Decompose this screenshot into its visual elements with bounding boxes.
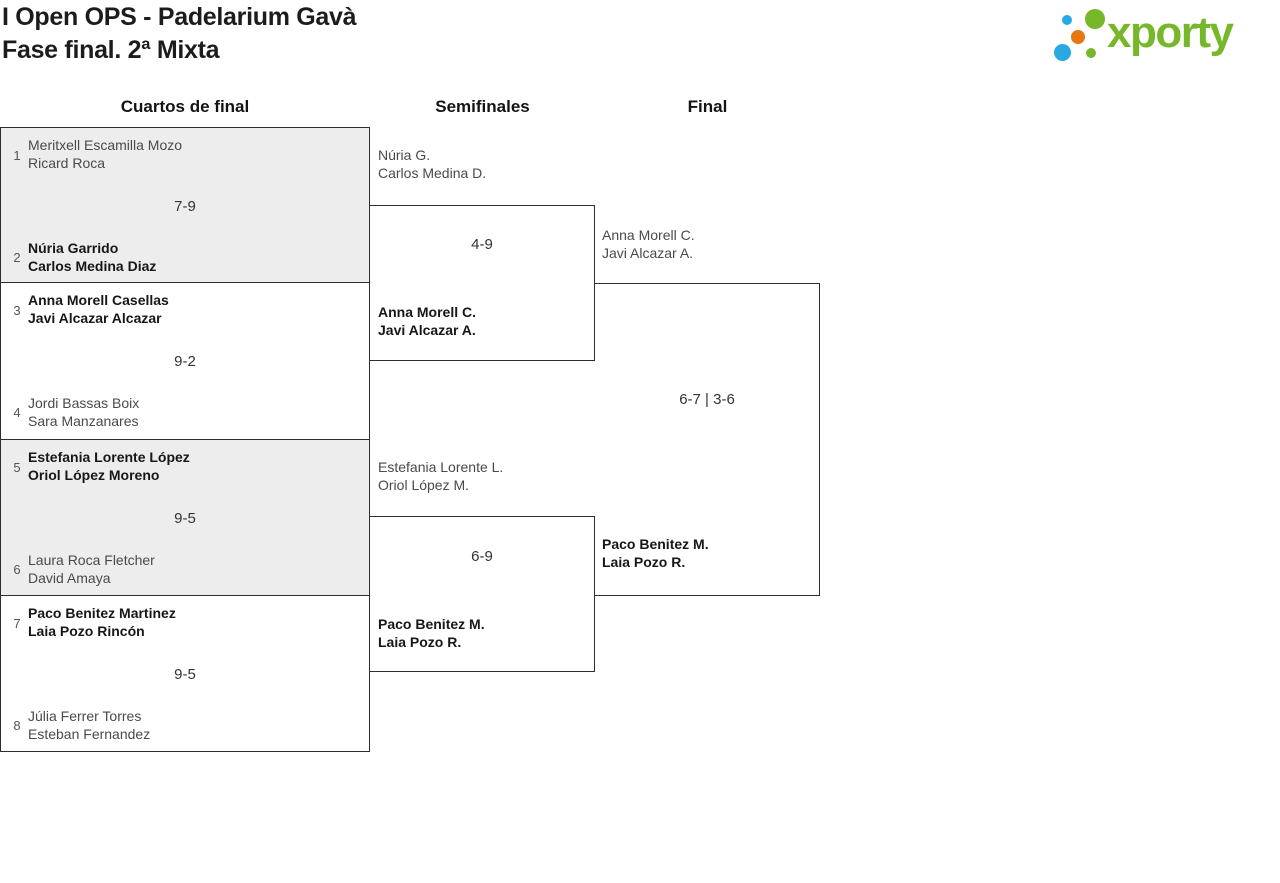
player-name: Estefania Lorente L. [378,459,504,475]
page-title: I Open OPS - Padelarium Gavà Fase final.… [2,1,357,67]
player-name: Carlos Medina D. [378,165,487,181]
round-header-final: Final [687,97,728,116]
player-name: Anna Morell C. [378,304,477,320]
team-pair: Paco Benitez Martinez Laia Pozo Rincón [28,604,176,640]
quarterfinal-match-4[interactable]: 7 Paco Benitez Martinez Laia Pozo Rincón… [1,596,369,751]
player-name: Laia Pozo R. [378,634,462,650]
player-name: Jordi Bassas Boix [28,395,140,411]
team-pair: Núria Garrido Carlos Medina Diaz [28,239,156,275]
player-name: Laia Pozo R. [602,554,686,570]
seed-number: 3 [13,303,21,318]
semifinal-match-2[interactable] [369,516,595,672]
team-pair: Laura Roca Fletcher David Amaya [28,551,155,587]
xporty-logo[interactable]: xporty [1048,0,1280,72]
seed-number: 8 [13,718,21,733]
team-pair: Estefania Lorente López Oriol López More… [28,448,190,484]
player-name: Núria G. [378,147,431,163]
player-name: Oriol López M. [378,477,470,493]
team-pair: Meritxell Escamilla Mozo Ricard Roca [28,136,182,172]
logo-dot-icon [1086,48,1096,58]
round-header-semifinales: Semifinales [435,97,530,116]
player-name: Anna Morell Casellas [28,292,169,308]
player-name: Júlia Ferrer Torres [28,708,142,724]
player-name: David Amaya [28,570,111,586]
seed-number: 2 [13,250,21,265]
team-pair: Anna Morell C. Javi Alcazar A. [378,303,476,339]
team-pair: Anna Morell Casellas Javi Alcazar Alcaza… [28,291,169,327]
seed-number: 6 [13,562,21,577]
team-pair: Jordi Bassas Boix Sara Manzanares [28,394,139,430]
seed-number: 4 [13,405,21,420]
phase-name: Fase final. 2ª Mixta [2,36,220,64]
player-name: Meritxell Escamilla Mozo [28,137,183,153]
player-name: Esteban Fernandez [28,726,151,742]
player-name: Sara Manzanares [28,413,139,429]
final-match[interactable] [594,283,820,596]
seed-number: 7 [13,616,21,631]
logo-wordmark: xporty [1107,8,1234,57]
match-score: 6-9 [471,548,493,565]
match-score: 9-5 [174,666,196,683]
match-score: 9-5 [174,510,196,527]
team-pair: Anna Morell C. Javi Alcazar A. [602,226,695,262]
logo-dot-icon [1085,9,1105,29]
match-score: 9-2 [174,353,196,370]
quarterfinals-column: 1 Meritxell Escamilla Mozo Ricard Roca 7… [0,127,370,752]
player-name: Estefania Lorente López [28,449,190,465]
quarterfinal-match-1[interactable]: 1 Meritxell Escamilla Mozo Ricard Roca 7… [1,128,369,283]
player-name: Javi Alcazar A. [378,322,476,338]
logo-dot-icon [1054,44,1071,61]
match-score: 7-9 [174,198,196,215]
team-pair: Núria G. Carlos Medina D. [378,146,486,182]
player-name: Javi Alcazar Alcazar [28,310,162,326]
player-name: Anna Morell C. [602,227,695,243]
player-name: Paco Benitez Martinez [28,605,176,621]
team-pair: Paco Benitez M. Laia Pozo R. [378,615,485,651]
player-name: Carlos Medina Diaz [28,258,157,274]
quarterfinal-match-3[interactable]: 5 Estefania Lorente López Oriol López Mo… [1,440,369,596]
player-name: Paco Benitez M. [378,616,485,632]
logo-dot-icon [1071,30,1085,44]
player-name: Núria Garrido [28,240,119,256]
player-name: Laura Roca Fletcher [28,552,155,568]
player-name: Javi Alcazar A. [602,245,694,261]
seed-number: 1 [13,148,21,163]
team-pair: Júlia Ferrer Torres Esteban Fernandez [28,707,150,743]
team-pair: Paco Benitez M. Laia Pozo R. [602,535,709,571]
player-name: Paco Benitez M. [602,536,709,552]
logo-dot-icon [1062,15,1072,25]
team-pair: Estefania Lorente L. Oriol López M. [378,458,503,494]
quarterfinal-match-2[interactable]: 3 Anna Morell Casellas Javi Alcazar Alca… [1,283,369,440]
player-name: Laia Pozo Rincón [28,623,145,639]
match-score: 6-7 | 3-6 [679,391,735,408]
player-name: Ricard Roca [28,155,106,171]
match-score: 4-9 [471,236,493,253]
tournament-name: I Open OPS - Padelarium Gavà [2,3,357,31]
round-header-cuartos: Cuartos de final [120,97,250,116]
player-name: Oriol López Moreno [28,467,160,483]
seed-number: 5 [13,460,21,475]
